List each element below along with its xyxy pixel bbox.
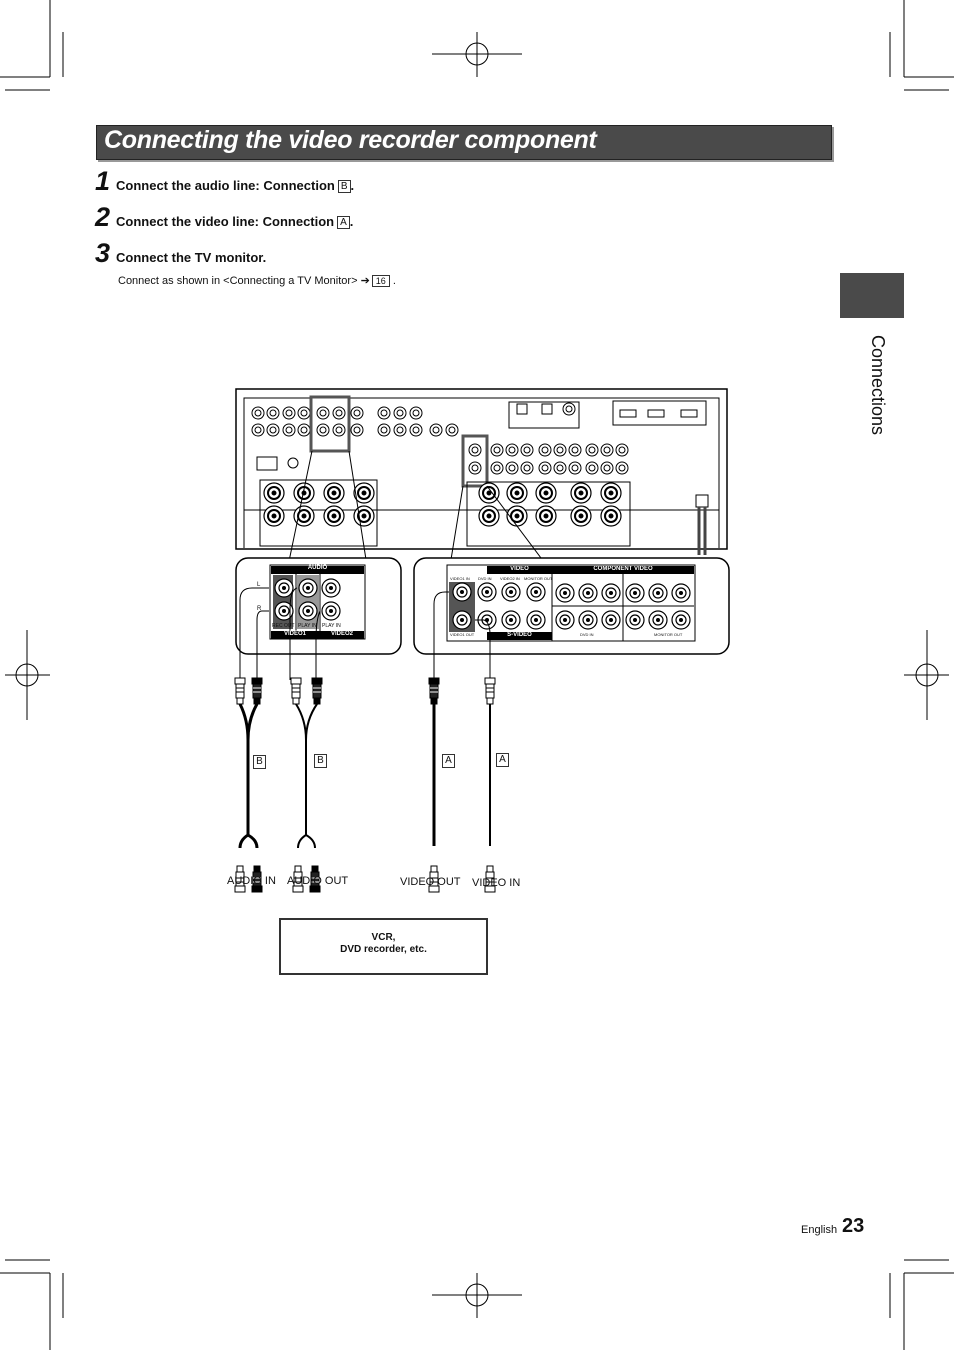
audio-out-label: AUDIO OUT	[287, 875, 348, 887]
video1-in-label: VIDEO1 IN	[450, 576, 470, 581]
connection-b-left: B	[253, 755, 266, 769]
rec-out-label: REC OUT	[272, 623, 295, 629]
page-number: 23	[842, 1215, 864, 1238]
device-label: VCR, DVD recorder, etc.	[279, 932, 488, 956]
play-in-label-2: PLAY IN	[322, 623, 341, 629]
receiver-audio-jacks	[252, 407, 458, 436]
device-line-2: DVD recorder, etc.	[279, 944, 488, 956]
video-header: VIDEO	[487, 566, 552, 572]
component-video-header: COMPONENT VIDEO	[552, 566, 694, 572]
video2-group: VIDEO2	[320, 631, 364, 637]
video1-group: VIDEO1	[271, 631, 319, 637]
footer-language: English	[801, 1224, 837, 1236]
audio-header: AUDIO	[271, 565, 364, 571]
device-line-1: VCR,	[279, 932, 488, 944]
connection-b-right: B	[314, 754, 327, 768]
connection-a-left: A	[442, 754, 455, 768]
video2-in-label: VIDEO2 IN	[500, 576, 520, 581]
receiver-video-jacks	[469, 444, 628, 474]
audio-in-label: AUDIO IN	[227, 875, 276, 887]
svideo-label: S-VIDEO	[487, 632, 552, 638]
audio-zoom-panel	[236, 558, 401, 680]
component-dvd-in-label: DVD IN	[580, 632, 594, 637]
play-in-label-1: PLAY IN	[298, 623, 317, 629]
component-monitor-out-label: MONITOR OUT	[654, 632, 682, 637]
receiver-panel	[236, 389, 727, 555]
video-in-label: VIDEO IN	[472, 877, 520, 889]
video-out-label: VIDEO OUT	[400, 876, 461, 888]
audio-l-label: L	[257, 582, 260, 588]
connection-a-right: A	[496, 753, 509, 767]
dvd-in-label: DVD IN	[478, 576, 492, 581]
video1-out-label: VIDEO1 OUT	[450, 632, 474, 637]
audio-r-label: R	[257, 606, 261, 612]
monitor-out-label: MONITOR OUT	[524, 576, 552, 581]
cables	[235, 678, 495, 892]
